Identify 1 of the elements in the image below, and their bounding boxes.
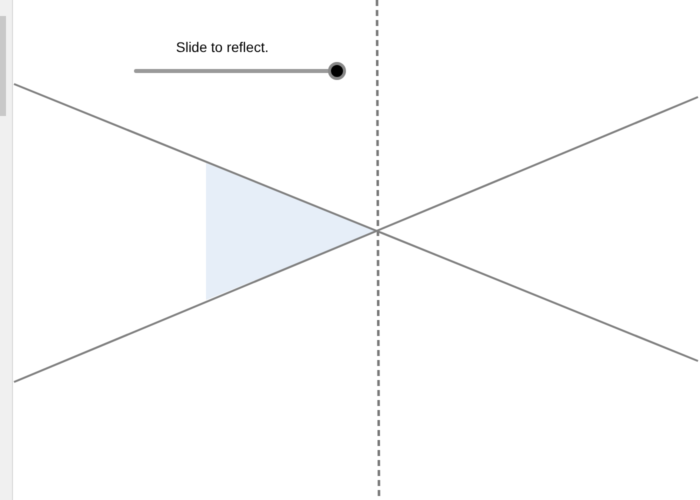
slider-label: Slide to reflect. <box>176 39 269 55</box>
